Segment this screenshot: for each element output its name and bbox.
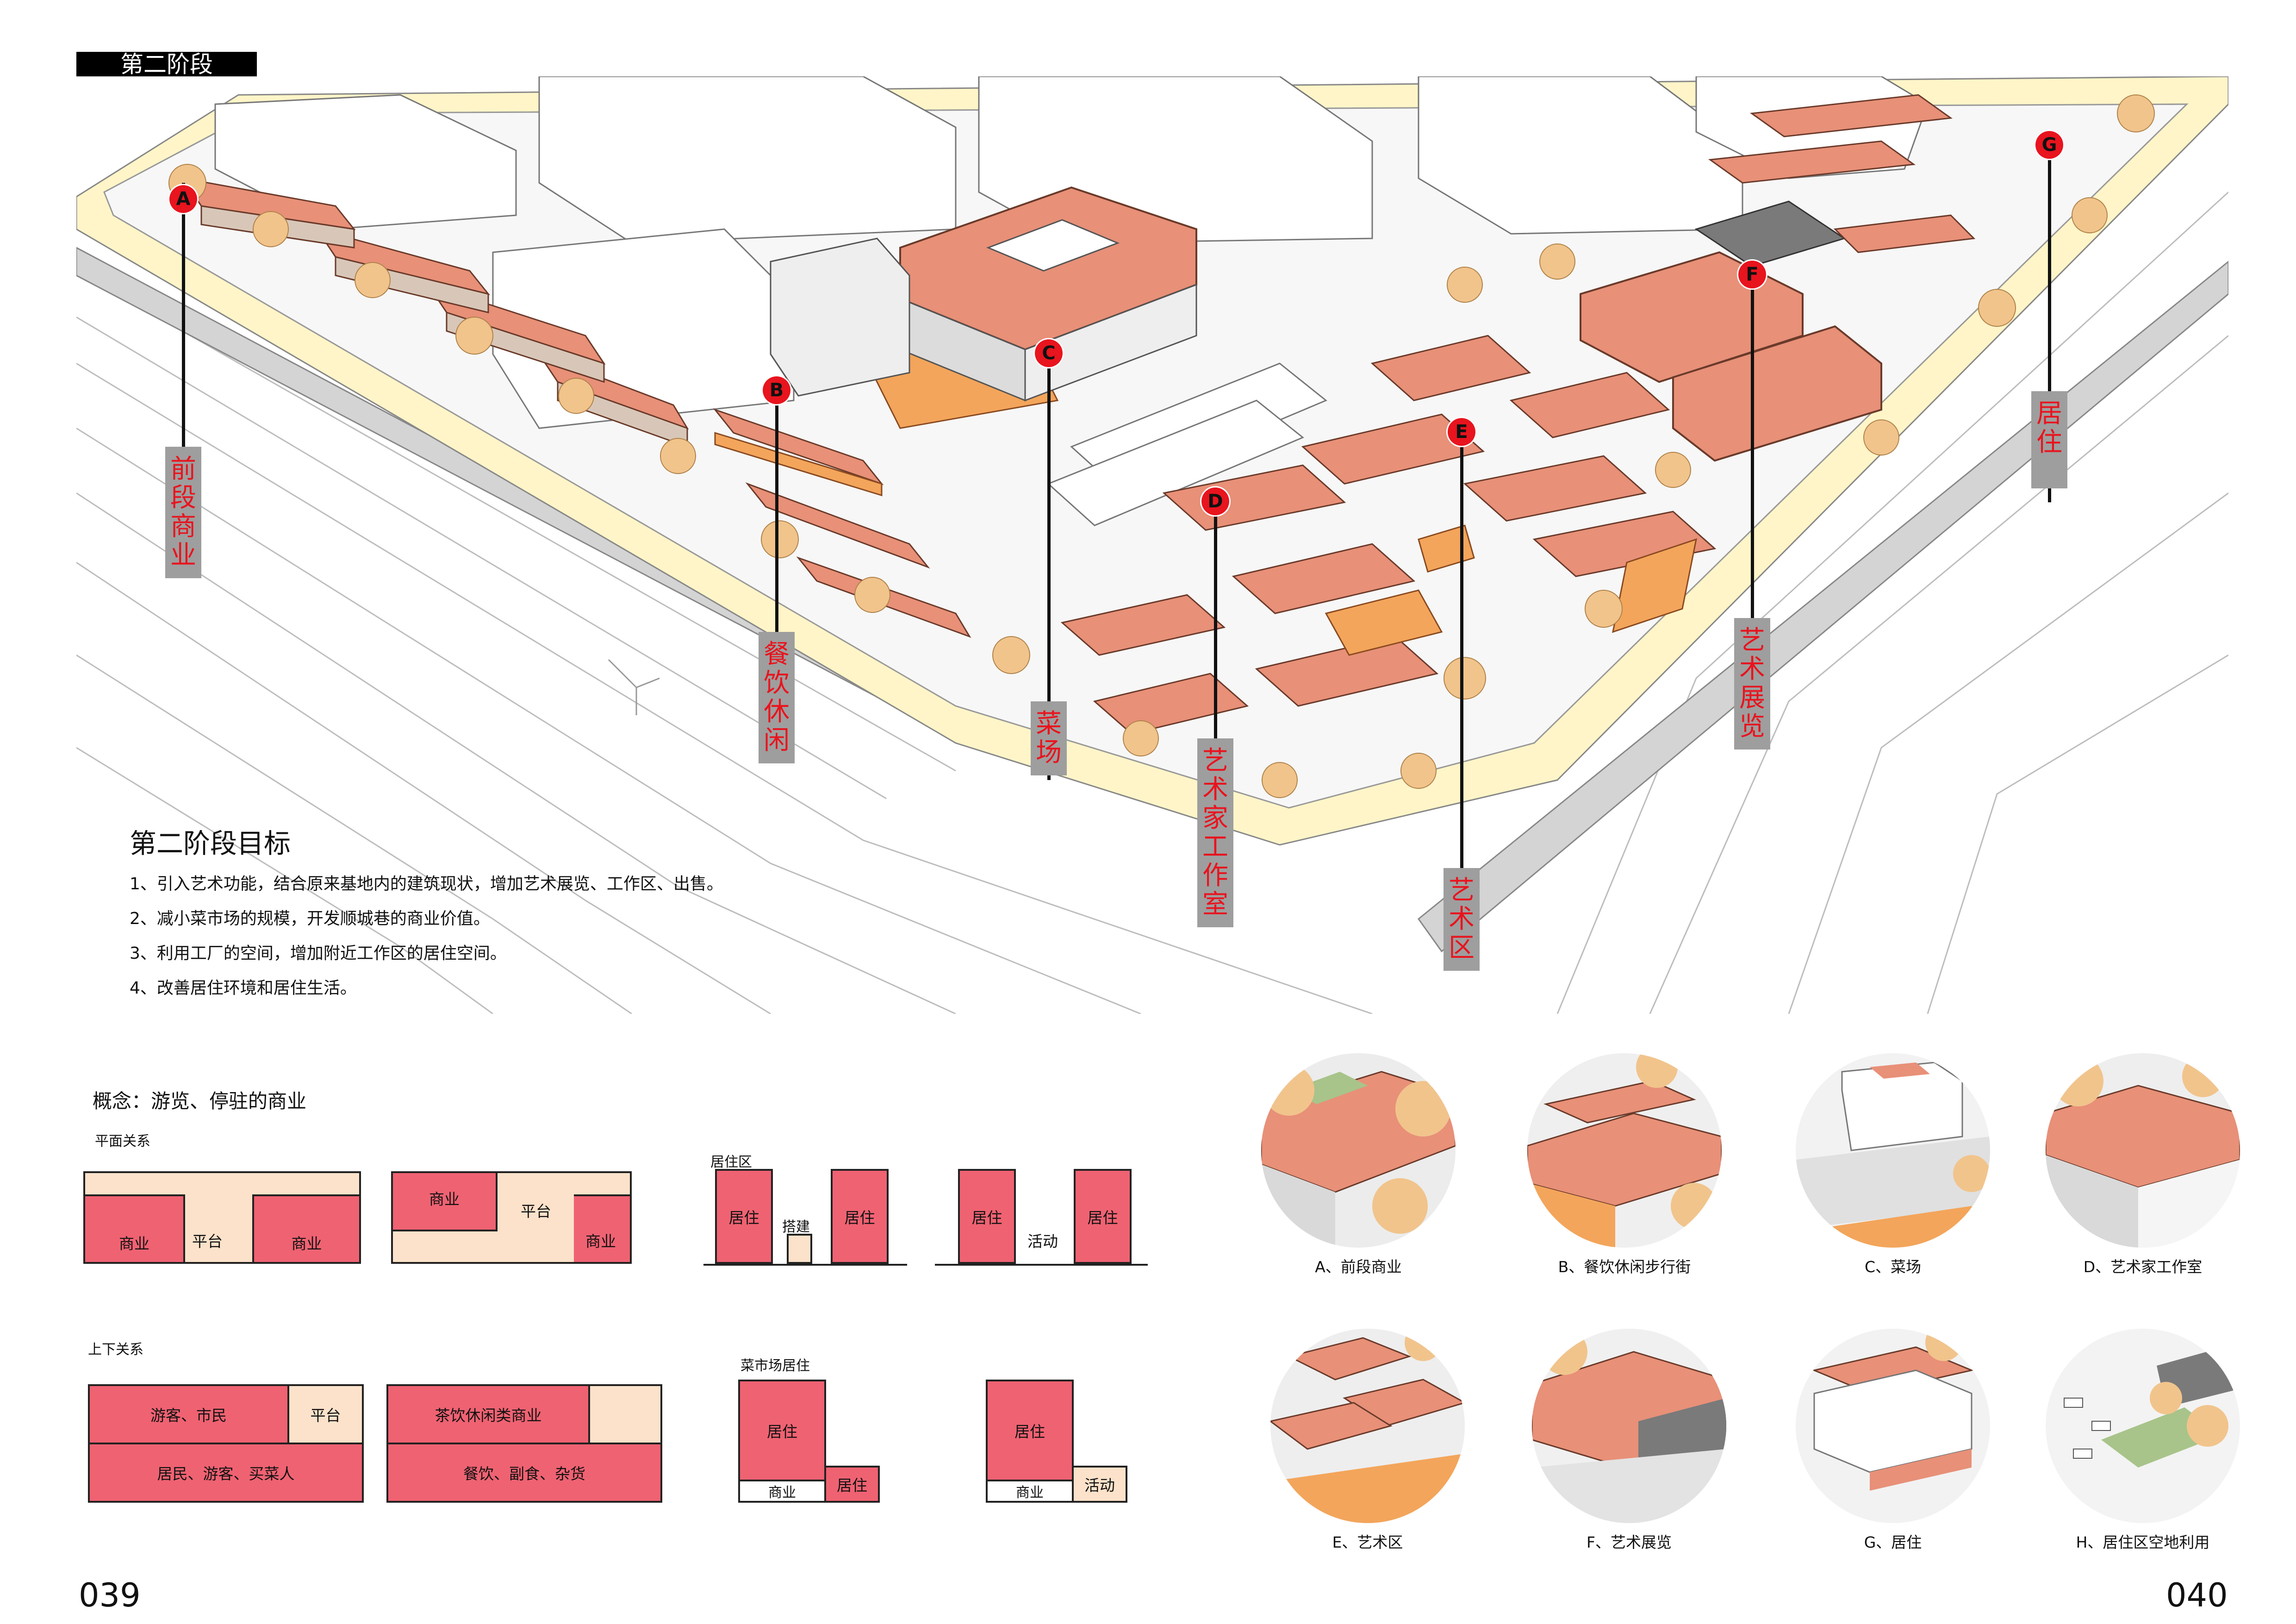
zone-label-residential: 居住 bbox=[2031, 391, 2067, 488]
tea-leisure-level: 茶饮休闲类商业 bbox=[386, 1384, 590, 1444]
thumbnail-caption: D、艺术家工作室 bbox=[2083, 1258, 2203, 1276]
thumbnail-b bbox=[1527, 1053, 1722, 1248]
callout-marker: C bbox=[1035, 339, 1063, 367]
goals-title: 第二阶段目标 bbox=[130, 828, 291, 859]
residence-tall: 居住 bbox=[986, 1380, 1074, 1481]
callout-marker: D bbox=[1201, 487, 1229, 515]
plan-relation-title: 平面关系 bbox=[95, 1133, 150, 1149]
platform-level bbox=[588, 1384, 662, 1444]
goal-item: 3、利用工厂的空间，增加附近工作区的居住空间。 bbox=[130, 944, 507, 963]
callout-marker: F bbox=[1738, 261, 1766, 288]
zone-label-market: 菜场 bbox=[1031, 701, 1067, 775]
callout-stem bbox=[1047, 354, 1051, 780]
goal-item: 2、减小菜市场的规模，开发顺城巷的商业价值。 bbox=[130, 909, 490, 928]
concept-title: 概念：游览、停驻的商业 bbox=[93, 1090, 307, 1112]
master-plan: A 前段商业 B 餐饮休闲 C 菜场 D 艺术家工作室 E 艺术区 F 艺术展览… bbox=[75, 75, 2229, 1015]
thumbnail-c bbox=[1796, 1053, 1990, 1248]
commerce-label: 商业 bbox=[585, 1232, 616, 1250]
callout-marker: A bbox=[169, 185, 197, 213]
page-number-right: 040 bbox=[2166, 1576, 2228, 1614]
thumbnail-a bbox=[1261, 1053, 1456, 1248]
thumbnail-e bbox=[1270, 1329, 1465, 1523]
visitors-level: 游客、市民 bbox=[88, 1384, 289, 1444]
callout-stem bbox=[1460, 433, 1463, 933]
temporary-structure-label: 搭建 bbox=[782, 1219, 810, 1235]
callout-stem bbox=[182, 183, 185, 516]
commerce-block: 商业 bbox=[83, 1194, 185, 1264]
residence-small: 居住 bbox=[824, 1466, 880, 1503]
residence-block: 居住 bbox=[715, 1169, 773, 1264]
callout-marker: E bbox=[1448, 418, 1475, 446]
callout-stem bbox=[775, 391, 778, 711]
master-plan-drawing bbox=[75, 75, 2229, 1015]
residence-block: 居住 bbox=[1074, 1169, 1132, 1264]
residence-tall: 居住 bbox=[738, 1380, 826, 1481]
platform-level: 平台 bbox=[287, 1384, 364, 1444]
thumbnail-f bbox=[1532, 1329, 1726, 1523]
residence-block: 居住 bbox=[831, 1169, 889, 1264]
activity-label: 活动 bbox=[1027, 1232, 1058, 1250]
thumbnail-g bbox=[1796, 1329, 1990, 1523]
residents-level: 居民、游客、买菜人 bbox=[88, 1443, 364, 1503]
thumbnail-caption: C、菜场 bbox=[1864, 1258, 1922, 1276]
thumbnail-h bbox=[2046, 1329, 2240, 1523]
platform-label: 平台 bbox=[521, 1202, 551, 1220]
zone-label-front-commercial: 前段商业 bbox=[165, 447, 201, 578]
thumbnail-caption: E、艺术区 bbox=[1332, 1533, 1403, 1551]
residence-block: 居住 bbox=[958, 1169, 1016, 1264]
thumbnail-caption: F、艺术展览 bbox=[1587, 1533, 1672, 1551]
thumbnail-caption: G、居住 bbox=[1864, 1533, 1922, 1551]
goal-item: 4、改善居住环境和居住生活。 bbox=[130, 979, 357, 998]
temporary-structure bbox=[787, 1234, 812, 1264]
ground-line bbox=[935, 1264, 1148, 1266]
food-grocery-level: 餐饮、副食、杂货 bbox=[386, 1443, 662, 1503]
callout-stem bbox=[1751, 275, 1754, 692]
page-number-left: 039 bbox=[79, 1576, 141, 1614]
plan-diagram-3-title: 居住区 bbox=[710, 1154, 752, 1170]
thumbnail-caption: H、居住区空地利用 bbox=[2076, 1533, 2210, 1551]
vertical-diagram-3-title: 菜市场居住 bbox=[740, 1358, 810, 1374]
commerce-base: 商业 bbox=[986, 1480, 1074, 1503]
platform-label: 平台 bbox=[192, 1232, 223, 1250]
goal-item: 1、引入艺术功能，结合原来基地内的建筑现状，增加艺术展览、工作区、出售。 bbox=[130, 874, 723, 893]
ground-line bbox=[703, 1264, 907, 1266]
thumbnail-caption: B、餐饮休闲步行街 bbox=[1558, 1258, 1691, 1276]
commerce-block: 商业 bbox=[252, 1194, 361, 1264]
phase-title: 第二阶段 bbox=[76, 52, 257, 77]
commerce-base: 商业 bbox=[738, 1480, 826, 1503]
commerce-block bbox=[574, 1194, 632, 1264]
zone-label-art-district: 艺术区 bbox=[1444, 868, 1480, 971]
callout-marker: B bbox=[763, 376, 790, 404]
zone-label-restaurant: 餐饮休闲 bbox=[759, 632, 795, 763]
commerce-block: 商业 bbox=[391, 1171, 498, 1231]
zone-label-artist-studio: 艺术家工作室 bbox=[1197, 738, 1233, 927]
callout-marker: G bbox=[2035, 131, 2063, 159]
callout-stem bbox=[1214, 502, 1217, 817]
thumbnail-caption: A、前段商业 bbox=[1315, 1258, 1402, 1276]
vertical-relation-title: 上下关系 bbox=[88, 1342, 143, 1358]
activity-small: 活动 bbox=[1072, 1466, 1127, 1503]
zone-label-art-exhibition: 艺术展览 bbox=[1734, 618, 1770, 750]
callout-stem bbox=[2048, 146, 2051, 502]
thumbnail-d bbox=[2046, 1053, 2240, 1248]
